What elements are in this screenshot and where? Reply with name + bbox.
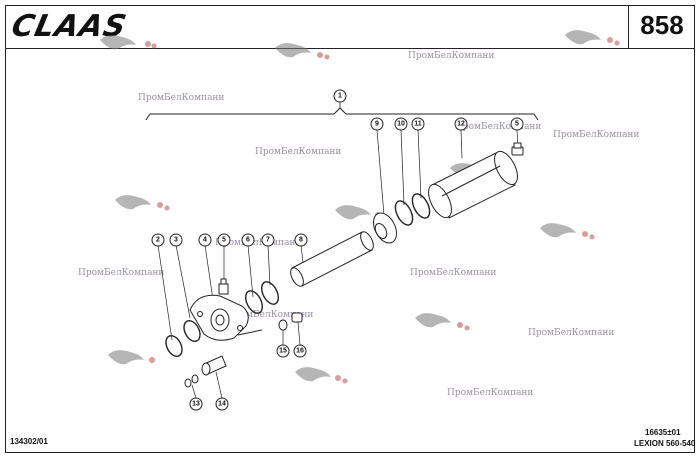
svg-text:5: 5 (222, 237, 226, 244)
watermark-text: ПромБелКомпани (215, 238, 302, 248)
model-label: LEXION 560-540 (634, 439, 696, 448)
cylinder-head (189, 294, 263, 341)
assembly-bracket (145, 107, 539, 121)
grease-nipple (218, 278, 229, 295)
svg-text:1: 1 (338, 93, 342, 100)
watermark-logo (295, 367, 348, 384)
callout-9: 9 (370, 117, 384, 131)
watermark-text: ПромБелКомпани (553, 130, 640, 140)
piston-rod (290, 231, 374, 287)
bleed-fitting (511, 142, 524, 156)
small-fittings (278, 312, 303, 331)
svg-text:12: 12 (457, 121, 465, 128)
svg-text:6: 6 (246, 237, 250, 244)
watermark-text: ПромБелКомпани (227, 310, 314, 320)
svg-text:5: 5 (515, 121, 519, 128)
svg-text:2: 2 (156, 237, 160, 244)
watermark-text: ПромБелКомпани (138, 93, 225, 103)
callout-8: 8 (294, 233, 308, 247)
cylinder-barrel (428, 150, 518, 219)
watermark-logo (275, 43, 330, 60)
watermark-text: ПромБелКомпани (78, 268, 165, 278)
piston (373, 212, 397, 244)
svg-text:10: 10 (397, 121, 405, 128)
reference-code: 16635±01 (645, 428, 681, 437)
watermark-text: ПромБелКомпани (408, 51, 495, 61)
callout-11: 11 (411, 117, 425, 131)
svg-text:3: 3 (174, 237, 178, 244)
banjo-bolt (201, 355, 227, 376)
callout-5-upper: 5 (510, 117, 524, 131)
seal-rings-head (165, 319, 201, 358)
watermark-text: ПромБелКомпани (455, 122, 542, 132)
leader-lines (157, 129, 519, 399)
callout-5-lower: 5 (217, 233, 231, 247)
drawing-id: 134302/01 (10, 437, 48, 446)
seal-rings-lower (245, 281, 279, 314)
watermark-logo (415, 313, 470, 331)
svg-text:13: 13 (192, 401, 200, 408)
callout-2: 2 (151, 233, 165, 247)
callout-12: 12 (454, 117, 468, 131)
callout-16: 16 (293, 344, 307, 358)
washers (184, 374, 199, 388)
callout-7: 7 (261, 233, 275, 247)
watermark-logo-group (100, 30, 620, 384)
callout-6: 6 (241, 233, 255, 247)
watermark-text: ПромБелКомпани (410, 268, 497, 278)
svg-text:7: 7 (266, 237, 270, 244)
watermark-text: ПромБелКомпани (255, 147, 342, 157)
callout-10: 10 (394, 117, 408, 131)
header-divider (5, 48, 695, 49)
watermark-logo (540, 223, 595, 240)
svg-text:8: 8 (299, 237, 303, 244)
drawing-sheet (5, 5, 695, 453)
watermark-text: ПромБелКомпани (528, 328, 615, 338)
watermark-logo (565, 30, 620, 46)
watermark-text: ПромБелКомпани (447, 388, 534, 398)
svg-text:11: 11 (414, 121, 422, 128)
callout-4: 4 (198, 233, 212, 247)
callout-1: 1 (333, 89, 347, 103)
seal-rings-upper (394, 193, 431, 226)
svg-text:9: 9 (375, 121, 379, 128)
callout-14: 14 (215, 397, 229, 411)
watermark-logo (100, 35, 157, 50)
svg-text:14: 14 (218, 401, 226, 408)
svg-text:15: 15 (279, 348, 287, 355)
page-number: 858 (640, 10, 684, 40)
watermark-logo (108, 350, 155, 365)
svg-text:4: 4 (203, 237, 207, 244)
callout-15: 15 (276, 344, 290, 358)
page-number-divider (628, 5, 629, 49)
callout-3: 3 (169, 233, 183, 247)
svg-text:16: 16 (296, 348, 304, 355)
watermark-logo (115, 195, 170, 211)
callout-13: 13 (189, 397, 203, 411)
